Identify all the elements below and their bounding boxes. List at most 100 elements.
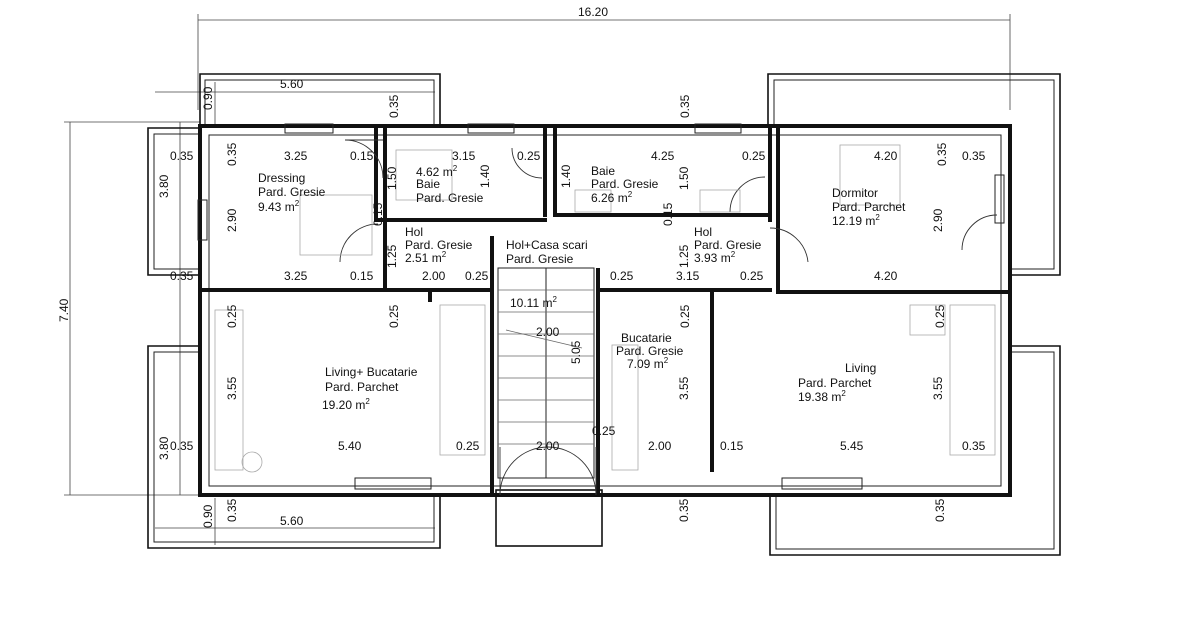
dim-label: 5.60 xyxy=(280,514,304,528)
dim-label: 0.25 xyxy=(465,269,489,283)
dim-label: 3.55 xyxy=(677,376,691,400)
dim-label: 0.15 xyxy=(371,202,385,226)
dim-label: 0.15 xyxy=(720,439,744,453)
room-name: Living xyxy=(845,361,876,375)
dim-label: 1.50 xyxy=(385,166,399,190)
dim-label: 2.90 xyxy=(931,208,945,232)
balcony-top-right xyxy=(767,73,1061,276)
dim-label: 0.25 xyxy=(225,304,239,328)
dim-label: 0.15 xyxy=(661,202,675,226)
staircase xyxy=(497,267,595,479)
room-finish: Pard. Gresie xyxy=(506,252,574,266)
room-finish: Pard. Gresie xyxy=(416,191,484,205)
room-name: Dormitor xyxy=(832,186,878,200)
room-baie-right: Baie Pard. Gresie 6.26 m2 xyxy=(591,164,659,205)
room-area: 6.26 m2 xyxy=(591,190,633,205)
dim-label: 0.35 xyxy=(677,498,691,522)
room-area: 9.43 m2 xyxy=(258,199,300,214)
dim-label: 0.35 xyxy=(225,142,239,166)
room-finish: Pard. Gresie xyxy=(405,238,473,252)
balcony-bottom-right xyxy=(769,345,1061,556)
room-area: 3.93 m2 xyxy=(694,250,736,265)
dim-label: 3.15 xyxy=(676,269,700,283)
balcony-top-left xyxy=(147,73,441,276)
dim-label: 0.35 xyxy=(962,149,986,163)
dim-label: 5.60 xyxy=(280,77,304,91)
dim-label: 1.40 xyxy=(478,164,492,188)
room-finish: Pard. Parchet xyxy=(325,380,399,394)
dim-label: 3.15 xyxy=(452,149,476,163)
outer-walls xyxy=(198,124,1012,497)
room-bucatarie: Bucatarie Pard. Gresie 7.09 m2 xyxy=(616,331,684,371)
dim-label: 0.35 xyxy=(962,439,986,453)
dim-label: 0.35 xyxy=(170,269,194,283)
room-name: Hol xyxy=(405,225,423,239)
room-baie-left: 4.62 m2 Baie Pard. Gresie xyxy=(416,164,484,205)
room-area: 10.11 m2 xyxy=(510,295,557,310)
dim-label: 0.90 xyxy=(201,504,215,528)
dim-label: 2.00 xyxy=(536,325,560,339)
dim-label: 0.25 xyxy=(610,269,634,283)
dim-label: 3.25 xyxy=(284,269,308,283)
dim-label: 0.25 xyxy=(678,304,692,328)
dim-label: 0.35 xyxy=(935,142,949,166)
dim-label: 0.90 xyxy=(201,86,215,110)
room-area: 7.09 m2 xyxy=(627,356,669,371)
dim-label: 0.35 xyxy=(170,439,194,453)
room-finish: Pard. Gresie xyxy=(694,238,762,252)
room-name: Hol xyxy=(694,225,712,239)
dim-label: 0.15 xyxy=(350,269,374,283)
dim-label: 0.25 xyxy=(517,149,541,163)
room-finish: Pard. Gresie xyxy=(591,177,659,191)
room-name: Bucatarie xyxy=(621,331,672,345)
dim-overall-width: 16.20 xyxy=(578,5,608,19)
dim-label: 0.25 xyxy=(933,304,947,328)
room-finish: Pard. Gresie xyxy=(258,185,326,199)
room-finish: Pard. Gresie xyxy=(616,344,684,358)
room-name: Living+ Bucatarie xyxy=(325,365,418,379)
dim-label: 4.20 xyxy=(874,269,898,283)
windows xyxy=(197,123,1005,490)
dim-label: 0.35 xyxy=(387,94,401,118)
dim-label: 1.25 xyxy=(385,244,399,268)
room-name: Hol+Casa scari xyxy=(506,238,588,252)
dim-label: 1.25 xyxy=(677,244,691,268)
dim-label: 2.00 xyxy=(536,439,560,453)
entry-stair-landing xyxy=(495,489,603,547)
dim-label: 0.35 xyxy=(170,149,194,163)
dim-label: 0.15 xyxy=(350,149,374,163)
dim-label: 2.00 xyxy=(648,439,672,453)
dimension-labels: 16.20 5.60 5.60 0.35 3.25 0.15 3.15 0.25… xyxy=(170,5,986,528)
room-dressing: Dressing Pard. Gresie 9.43 m2 xyxy=(258,171,326,214)
room-finish: Pard. Parchet xyxy=(832,200,906,214)
dim-label: 0.25 xyxy=(592,424,616,438)
dim-label: 1.50 xyxy=(677,166,691,190)
dim-label: 0.25 xyxy=(742,149,766,163)
dim-label: 0.25 xyxy=(387,304,401,328)
room-name: Dressing xyxy=(258,171,305,185)
dim-label: 0.25 xyxy=(740,269,764,283)
dim-label: 1.40 xyxy=(559,164,573,188)
dimension-lines xyxy=(64,14,1011,545)
dim-label: 0.35 xyxy=(678,94,692,118)
dim-label: 2.90 xyxy=(225,208,239,232)
room-area: 19.38 m2 xyxy=(798,389,846,404)
room-area: 19.20 m2 xyxy=(322,397,370,412)
dim-label: 0.35 xyxy=(225,498,239,522)
room-finish: Pard. Parchet xyxy=(798,376,872,390)
dim-label: 0.35 xyxy=(933,498,947,522)
room-hol-right: Hol Pard. Gresie 3.93 m2 xyxy=(694,225,762,265)
door-swings xyxy=(339,139,998,496)
room-area: 4.62 m2 xyxy=(416,164,458,179)
room-name: Baie xyxy=(416,177,440,191)
dim-label: 5.40 xyxy=(338,439,362,453)
dim-label: 4.20 xyxy=(874,149,898,163)
room-living-bucatarie: Living+ Bucatarie Pard. Parchet 19.20 m2 xyxy=(322,365,418,412)
dimension-labels-vertical: 7.40 3.80 3.80 0.90 0.90 0.35 0.35 0.35 … xyxy=(57,86,949,528)
room-hol-left: Hol Pard. Gresie 2.51 m2 xyxy=(405,225,473,265)
dim-label: 3.55 xyxy=(225,376,239,400)
dim-overall-height: 7.40 xyxy=(57,298,71,322)
room-area: 12.19 m2 xyxy=(832,213,880,228)
dim-label: 2.00 xyxy=(422,269,446,283)
